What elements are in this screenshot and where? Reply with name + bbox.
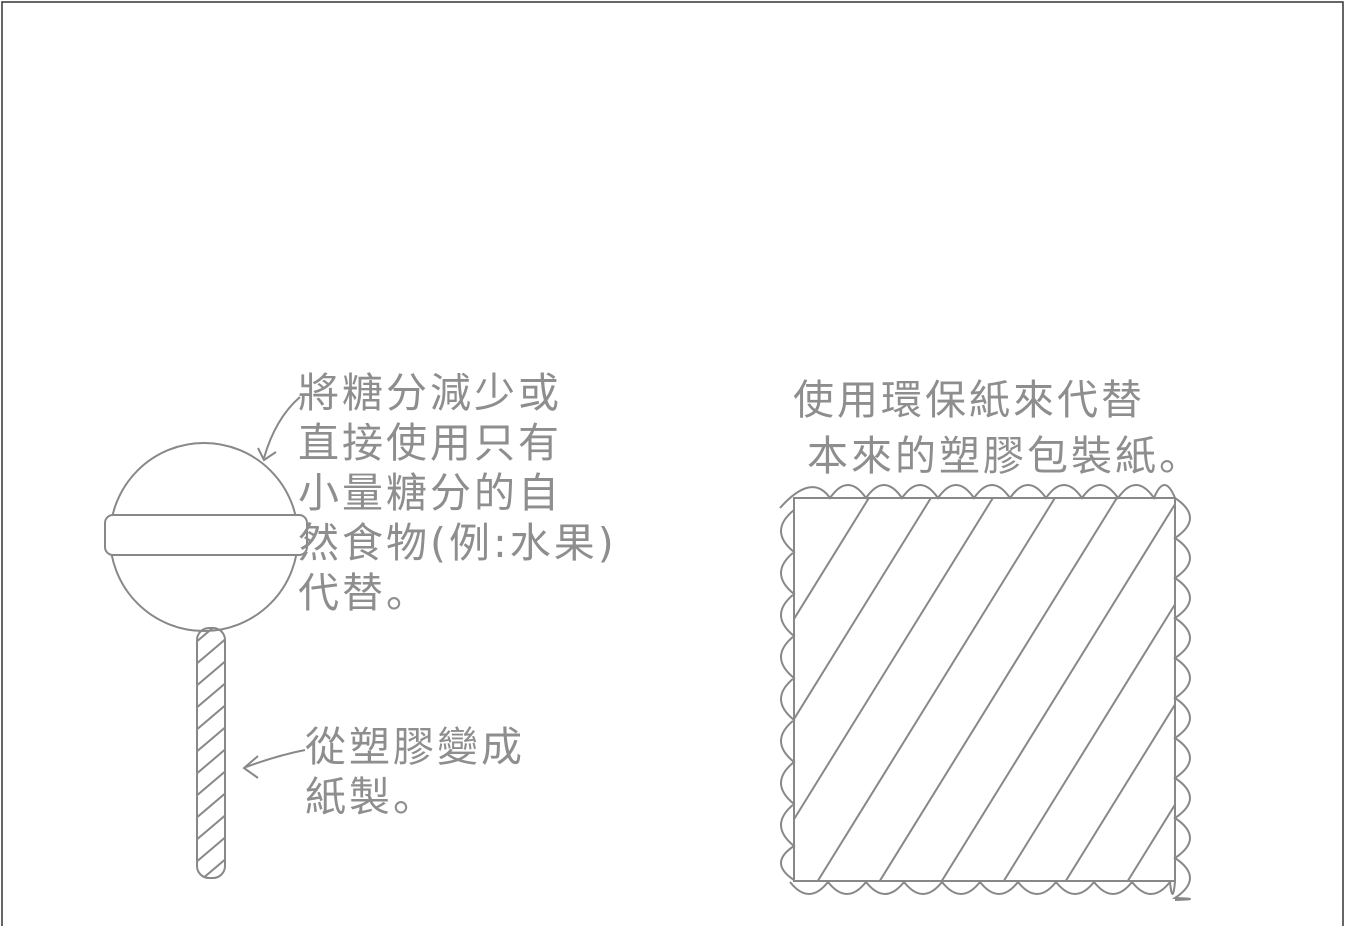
wrapper-note: 使用環保紙來代替 本來的塑膠包裝紙。 [793, 372, 1203, 484]
hatch-line [195, 879, 228, 907]
hatch-line [197, 768, 225, 798]
note-line: 將糖分減少或 [298, 369, 562, 417]
hatch-line [940, 502, 1175, 881]
hatch-line [1240, 480, 1351, 900]
hatch-line [197, 636, 225, 666]
hatch-line [1126, 802, 1175, 881]
note-line: 紙製。 [305, 773, 437, 821]
hatch-line [816, 498, 1057, 881]
lollipop-band [104, 514, 308, 556]
hatch-line [197, 790, 225, 820]
wrapper-drawing [779, 480, 1351, 901]
lollipop-note: 將糖分減少或 直接使用只有 小量糖分的自 然食物(例:水果) 代替。 [298, 368, 617, 618]
note-line: 本來的塑膠包裝紙。 [807, 432, 1203, 480]
hatch-line [197, 746, 225, 776]
arrow-to-stick [242, 749, 306, 779]
lollipop-drawing [104, 396, 308, 907]
note-line: 直接使用只有 [298, 419, 562, 467]
hatch-line [1064, 702, 1175, 881]
hatch-line [794, 498, 871, 621]
note-line: 然食物(例:水果) [298, 519, 617, 567]
hatch-line [197, 812, 225, 842]
hatch-line [197, 680, 225, 710]
stick-note: 從塑膠變成 紙製。 [305, 722, 525, 822]
hatch-line [197, 724, 225, 754]
arrow-to-candy [257, 396, 301, 462]
wrapper-scalloped-edge [779, 484, 1191, 901]
hatch-line [794, 498, 933, 721]
hatch-line [1002, 602, 1175, 881]
hatch-line [197, 856, 225, 878]
hatch-line [197, 702, 225, 732]
lollipop-stick [195, 627, 228, 907]
hatch-line [197, 834, 225, 864]
note-line: 使用環保紙來代替 [793, 376, 1145, 424]
note-line: 小量糖分的自 [298, 469, 562, 517]
note-line: 從塑膠變成 [305, 723, 525, 771]
hatch-line [878, 498, 1119, 881]
wrapper-square [793, 497, 1176, 882]
hatch-line [794, 498, 995, 822]
note-line: 代替。 [298, 569, 430, 617]
hatch-line [197, 658, 225, 688]
hatch-line [1178, 480, 1351, 900]
